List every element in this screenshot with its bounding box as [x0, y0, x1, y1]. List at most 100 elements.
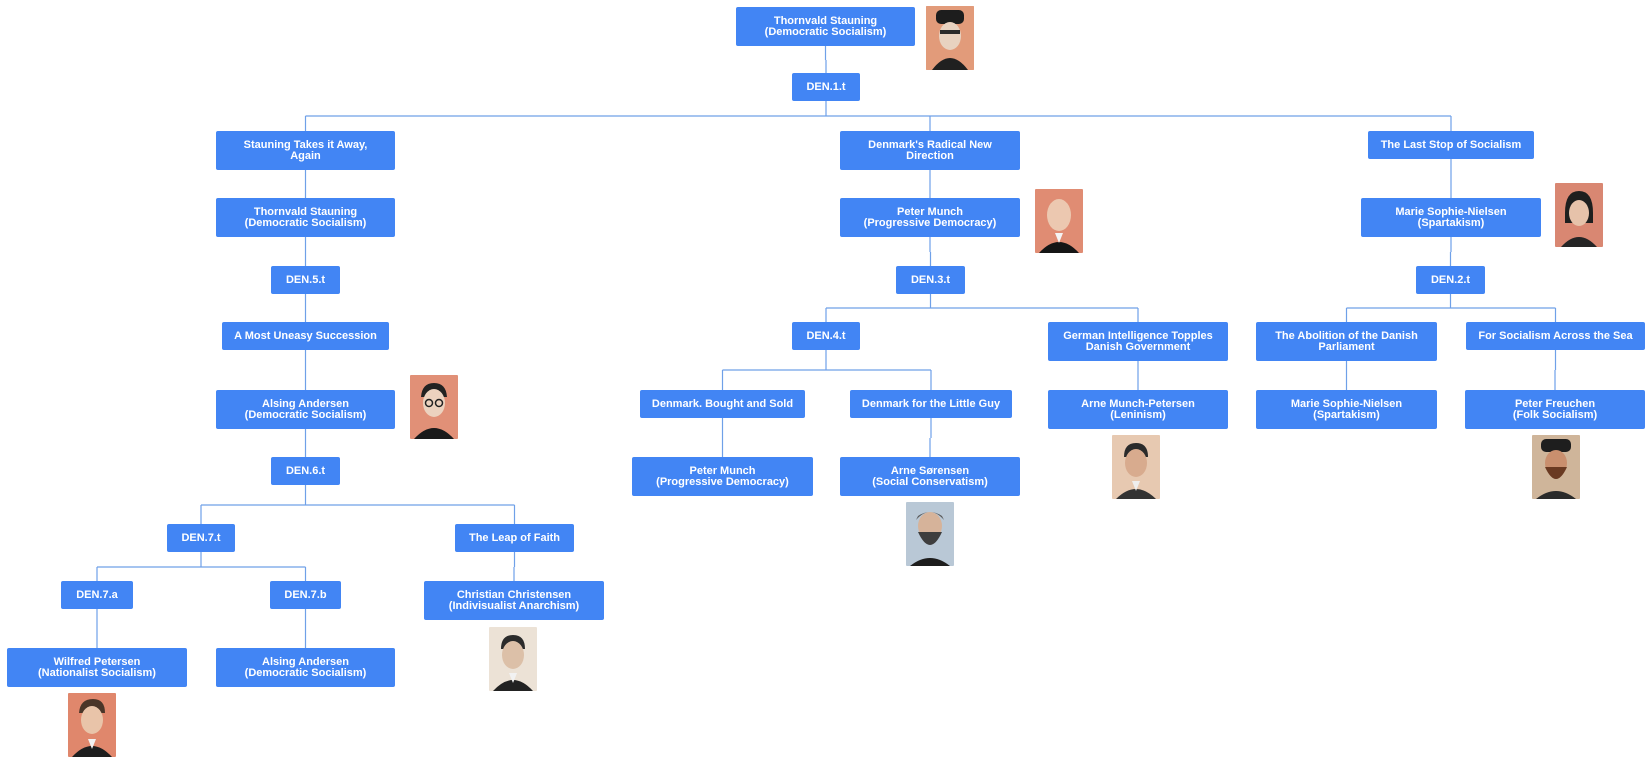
node-subtitle: (Progressive Democracy) — [863, 216, 997, 229]
connector-sea — [1554, 350, 1557, 390]
node-christian-christensen[interactable]: Christian Christensen (Indivisualist Ana… — [424, 581, 604, 620]
node-subtitle: (Leninism) — [1110, 408, 1166, 421]
person-portrait-icon — [1532, 435, 1580, 499]
node-title: Christian Christensen — [456, 588, 572, 601]
node-title: For Socialism Across the Sea — [1478, 329, 1633, 342]
node-denmark-for-the-little-guy[interactable]: Denmark for the Little Guy — [850, 390, 1012, 418]
node-subtitle: (Democratic Socialism) — [764, 25, 887, 38]
connector-den6 — [200, 485, 516, 524]
node-thornvald-stauning-root[interactable]: Thornvald Stauning (Democratic Socialism… — [736, 7, 915, 46]
node-title: The Last Stop of Socialism — [1380, 138, 1522, 151]
node-den-1-t[interactable]: DEN.1.t — [792, 73, 860, 101]
connector-den1 — [304, 101, 1452, 131]
node-marie-sophie-nielsen-2[interactable]: Marie Sophie-Nielsen (Spartakism) — [1256, 390, 1437, 429]
node-title: The Leap of Faith — [468, 531, 561, 544]
node-title: Alsing Andersen — [262, 655, 349, 668]
node-title: Denmark. Bought and Sold — [651, 397, 794, 410]
node-title: DEN.1.t — [806, 80, 846, 93]
node-title: DEN.7.t — [181, 531, 221, 544]
node-subtitle: (Democratic Socialism) — [244, 408, 367, 421]
node-title: DEN.4.t — [806, 329, 846, 342]
node-den-6-t[interactable]: DEN.6.t — [271, 457, 340, 485]
person-portrait-icon — [410, 375, 458, 439]
person-portrait-icon — [489, 627, 537, 691]
node-last-stop-of-socialism[interactable]: The Last Stop of Socialism — [1368, 131, 1534, 159]
node-peter-freuchen[interactable]: Peter Freuchen (Folk Socialism) — [1465, 390, 1645, 429]
node-arne-munch-petersen[interactable]: Arne Munch-Petersen (Leninism) — [1048, 390, 1228, 429]
node-title: Thornvald Stauning — [773, 14, 878, 27]
node-subtitle: (Nationalist Socialism) — [38, 666, 156, 679]
node-abolition-of-danish-parliament[interactable]: The Abolition of the Danish Parliament — [1256, 322, 1437, 361]
node-marie-sophie-nielsen[interactable]: Marie Sophie-Nielsen (Spartakism) — [1361, 198, 1541, 237]
node-title: Thornvald Stauning — [253, 205, 358, 218]
node-title: German Intelligence Topples — [1063, 329, 1213, 342]
person-portrait-icon — [1112, 435, 1160, 499]
connector-b3p — [1449, 237, 1452, 266]
node-den-7-b[interactable]: DEN.7.b — [270, 581, 341, 609]
person-portrait-icon — [926, 6, 974, 70]
node-subtitle: Danish Government — [1085, 340, 1191, 353]
node-socialism-across-the-sea[interactable]: For Socialism Across the Sea — [1466, 322, 1645, 350]
node-subtitle: (Democratic Socialism) — [244, 216, 367, 229]
person-portrait-icon — [1555, 183, 1603, 247]
node-subtitle: (Indivisualist Anarchism) — [448, 599, 580, 612]
node-title: Marie Sophie-Nielsen — [1290, 397, 1403, 410]
node-subtitle: (Progressive Democracy) — [656, 475, 789, 488]
node-title: Peter Munch — [896, 205, 963, 218]
node-den-7-a[interactable]: DEN.7.a — [61, 581, 133, 609]
connector-root — [824, 46, 827, 73]
node-title: DEN.3.t — [910, 273, 951, 286]
node-denmark-bought-and-sold[interactable]: Denmark. Bought and Sold — [640, 390, 805, 418]
person-portrait-icon — [68, 693, 116, 757]
node-german-intelligence-topples[interactable]: German Intelligence Topples Danish Gover… — [1048, 322, 1228, 361]
node-den-5-t[interactable]: DEN.5.t — [271, 266, 340, 294]
node-title: Peter Freuchen — [1514, 397, 1596, 410]
person-portrait-icon — [906, 502, 954, 566]
node-den-4-t[interactable]: DEN.4.t — [792, 322, 860, 350]
node-peter-munch[interactable]: Peter Munch (Progressive Democracy) — [840, 198, 1020, 237]
node-title: Alsing Andersen — [262, 397, 349, 410]
node-title: Arne Sørensen — [890, 464, 970, 477]
connector-den7 — [96, 552, 307, 581]
node-den-2-t[interactable]: DEN.2.t — [1416, 266, 1485, 294]
node-wilfred-petersen[interactable]: Wilfred Petersen (Nationalist Socialism) — [7, 648, 187, 687]
node-stauning-takes-it-away[interactable]: Stauning Takes it Away, Again — [216, 131, 395, 170]
node-title: DEN.2.t — [1430, 273, 1471, 286]
node-den-3-t[interactable]: DEN.3.t — [896, 266, 965, 294]
node-title: Peter Munch — [689, 464, 756, 477]
connector-leap — [513, 552, 516, 581]
node-radical-new-direction[interactable]: Denmark's Radical New Direction — [840, 131, 1020, 170]
node-title: DEN.6.t — [285, 464, 326, 477]
node-alsing-andersen-2[interactable]: Alsing Andersen (Democratic Socialism) — [216, 648, 395, 687]
connector-den2 — [1345, 294, 1557, 322]
node-den-7-t[interactable]: DEN.7.t — [167, 524, 235, 552]
node-peter-munch-2[interactable]: Peter Munch (Progressive Democracy) — [632, 457, 813, 496]
node-subtitle: (Spartakism) — [1417, 216, 1485, 229]
node-subtitle: Parliament — [1318, 340, 1375, 353]
connector-den3 — [825, 294, 1139, 322]
node-title: DEN.7.b — [284, 588, 327, 601]
node-title: DEN.7.a — [76, 588, 118, 601]
node-alsing-andersen[interactable]: Alsing Andersen (Democratic Socialism) — [216, 390, 395, 429]
node-title: Denmark for the Little Guy — [861, 397, 1001, 410]
node-leap-of-faith[interactable]: The Leap of Faith — [455, 524, 574, 552]
node-subtitle: (Spartakism) — [1313, 408, 1380, 421]
node-thornvald-stauning[interactable]: Thornvald Stauning (Democratic Socialism… — [216, 198, 395, 237]
node-most-uneasy-succession[interactable]: A Most Uneasy Succession — [222, 322, 389, 350]
connector-b2p — [929, 237, 932, 266]
node-subtitle: (Folk Socialism) — [1512, 408, 1598, 421]
node-title: Denmark's Radical New — [868, 138, 992, 151]
person-portrait-icon — [1035, 189, 1083, 253]
node-subtitle: Again — [290, 149, 321, 162]
connector-den4 — [721, 350, 932, 390]
node-title: Wilfred Petersen — [53, 655, 141, 668]
node-arne-sorensen[interactable]: Arne Sørensen (Social Conservatism) — [840, 457, 1020, 496]
node-subtitle: (Democratic Socialism) — [244, 666, 367, 679]
node-subtitle: Direction — [906, 149, 954, 162]
node-title: Stauning Takes it Away, — [243, 138, 368, 151]
connector-little — [929, 418, 932, 457]
node-title: The Abolition of the Danish — [1275, 329, 1418, 342]
node-title: A Most Uneasy Succession — [234, 329, 377, 342]
node-subtitle: (Social Conservatism) — [872, 475, 988, 488]
